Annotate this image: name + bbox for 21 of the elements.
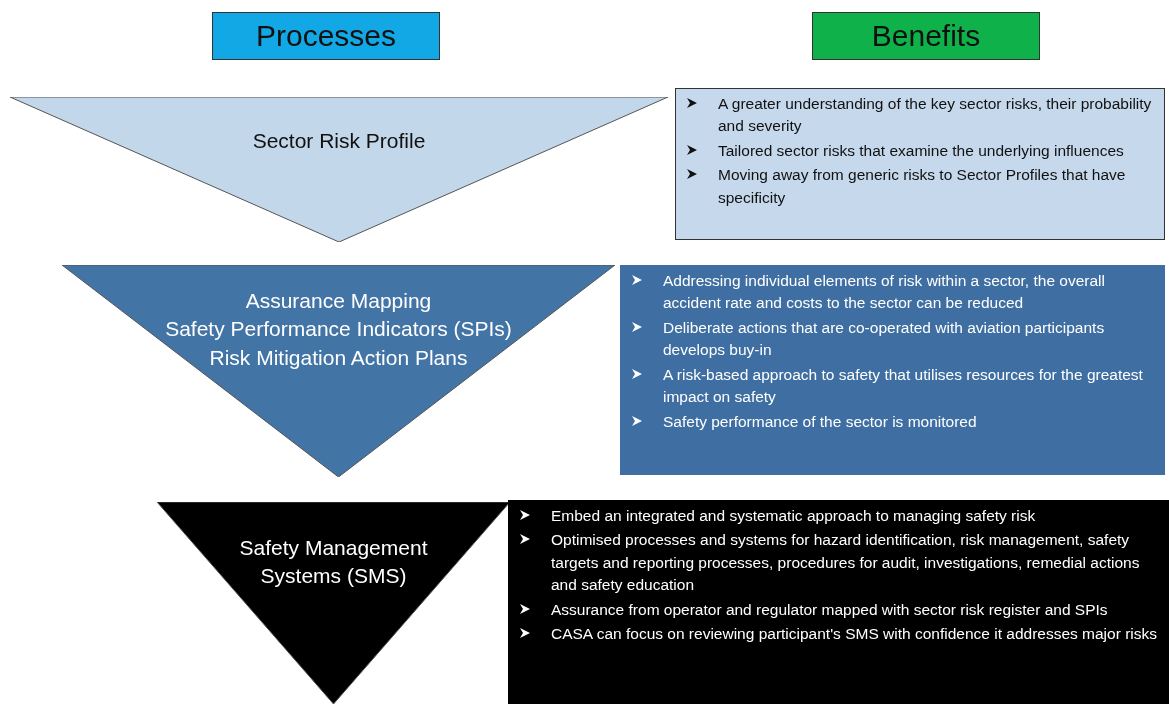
bullet-text: Addressing individual elements of risk within a sector, the overall accident rate and costs to the sector can be reduced: [663, 271, 1106, 314]
bullet-text: CASA can focus on reviewing participant's SMS with confidence it addresses major risks: [551, 624, 1157, 645]
bullet-text: Assurance from operator and regulator mapped with sector risk register and SPIs: [551, 599, 1108, 620]
bullet-text: Deliberate actions that are co-operated with aviation participants develops buy-in: [663, 317, 1106, 361]
section-header: Benefits: [812, 12, 1040, 60]
benefits-panel: [508, 500, 1169, 704]
process-label: Assurance Mapping: [244, 288, 433, 314]
bullet-text: Tailored sector risks that examine the underlying influences: [718, 140, 1124, 161]
section-header: Processes: [212, 12, 440, 60]
bullet-text: Safety performance of the sector is monitored: [663, 411, 977, 432]
process-label: Risk Mitigation Action Plans: [208, 344, 469, 371]
bullet-text: Embed an integrated and systematic approach to managing safety risk: [551, 506, 1036, 526]
benefits-panel: [675, 88, 1165, 240]
process-label: Sector Risk Profile: [251, 128, 427, 154]
bullet-text: A greater understanding of the key sector risks, their probability and severity: [718, 94, 1153, 137]
bullet-text: A risk-based approach to safety that utilises resources for the greatest impact on safety: [663, 364, 1144, 408]
bullet-text: Optimised processes and systems for hazard identification, risk management, safety targets and reporting processes, procedures for audit, investigations, remedial actions and safety education: [551, 530, 1141, 596]
benefits-panel: [620, 265, 1165, 475]
process-label: Safety Management Systems (SMS): [238, 535, 429, 590]
process-label: Safety Performance Indicators (SPIs): [164, 316, 513, 343]
bullet-text: Moving away from generic risks to Sector Profiles that have specificity: [718, 165, 1127, 208]
